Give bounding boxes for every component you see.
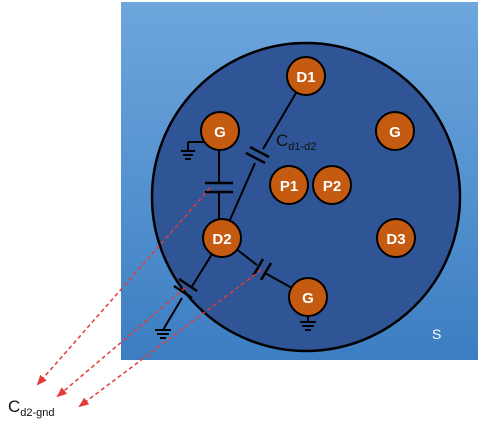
electrode-label: G bbox=[214, 124, 226, 141]
electrode-d3: D3 bbox=[376, 218, 416, 258]
electrode-label: G bbox=[302, 290, 314, 307]
electrode-d2: D2 bbox=[202, 218, 242, 258]
substrate-label: S bbox=[432, 326, 441, 342]
electrode-label: D2 bbox=[212, 231, 231, 248]
electrode-p2: P2 bbox=[312, 165, 352, 205]
capacitor-icon bbox=[173, 277, 198, 300]
electrode-label: D1 bbox=[296, 69, 315, 86]
capacitor-label-d1-d2: Cd1-d2 bbox=[276, 131, 316, 153]
wire-d2-to-ground-lower bbox=[162, 297, 183, 331]
arrow-from-gd2-cap bbox=[36, 187, 211, 386]
ground-icon bbox=[181, 142, 195, 160]
electrode-label: G bbox=[389, 124, 401, 141]
electrode-g-bottom: G bbox=[288, 277, 328, 317]
capacitor-icon bbox=[251, 258, 273, 281]
arrow-from-d2g-cap bbox=[78, 269, 262, 408]
electrode-d1: D1 bbox=[286, 56, 326, 96]
electrode-label: D3 bbox=[386, 231, 405, 248]
capacitor-label-d2-gnd: Cd2-gnd bbox=[8, 397, 55, 419]
capacitor-icon bbox=[205, 181, 233, 194]
electrode-p1: P1 bbox=[269, 165, 309, 205]
electrode-g-left: G bbox=[200, 111, 240, 151]
electrode-label: P1 bbox=[280, 178, 298, 195]
electrode-g-right: G bbox=[375, 111, 415, 151]
ground-icon bbox=[300, 321, 316, 331]
capacitor-icon bbox=[245, 145, 270, 165]
electrode-label: P2 bbox=[323, 178, 341, 195]
ground-icon bbox=[155, 329, 171, 339]
arrow-icon bbox=[36, 187, 262, 408]
